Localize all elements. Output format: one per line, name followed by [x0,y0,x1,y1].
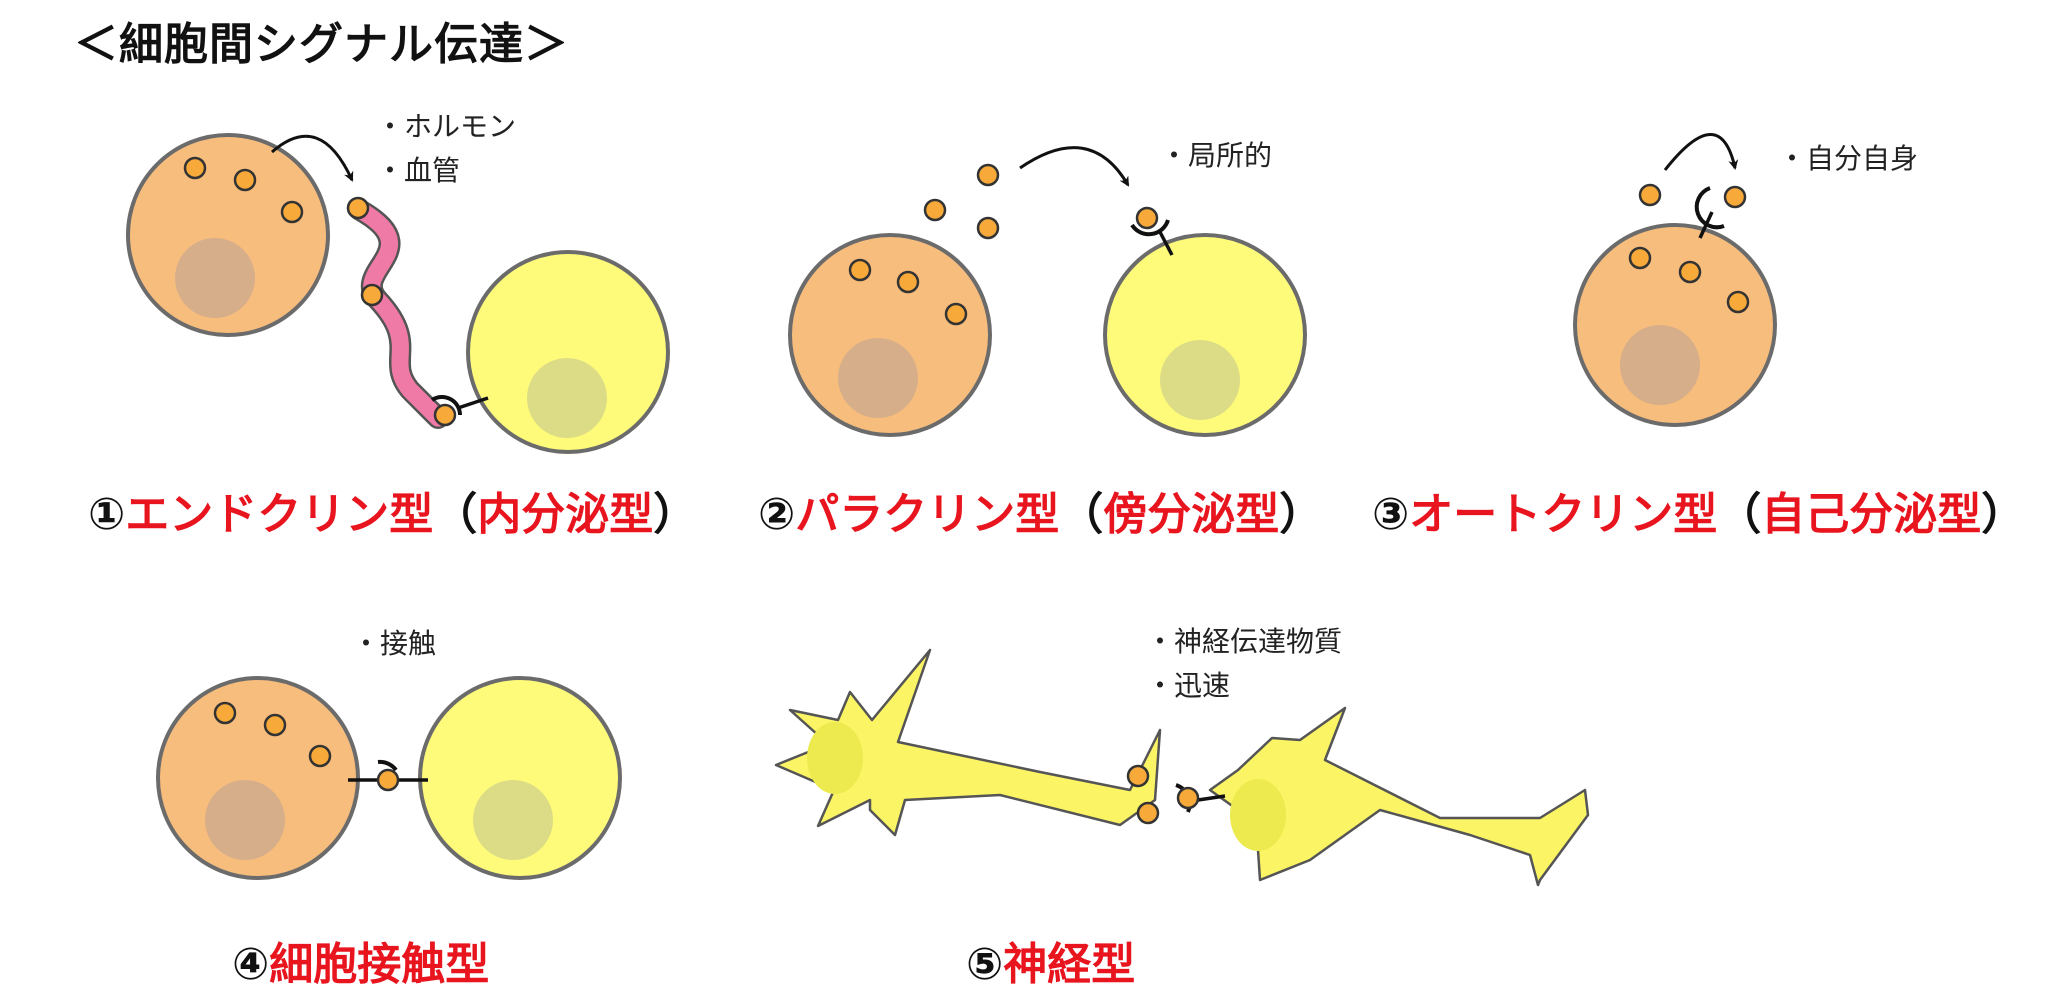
blood-vessel-fill [351,201,447,427]
signal-molecule [1628,246,1652,270]
signal-molecule [944,302,968,326]
diffusion-arrow [1019,146,1130,187]
signal-molecule [433,403,457,427]
neurotransmitter [1136,801,1160,825]
signal-molecule [976,216,1000,240]
cell-nucleus [1160,340,1240,420]
panel-paracrine-diagram [788,146,1307,437]
note-line: ・ホルモン [376,110,517,143]
signal-molecule [263,713,287,737]
postsynaptic-neuron [1208,706,1590,887]
signal-molecule [233,168,257,192]
label-alt-name: 自己分泌型 [1761,489,1982,540]
signal-molecule [1135,206,1159,230]
receptor-stalk [1158,231,1174,256]
label-number: ⑤ [966,939,1004,990]
panel-endocrine-diagram [126,133,670,454]
neurotransmitter [1126,764,1150,788]
label-endocrine: ①エンドクリン型（内分泌型） [88,478,697,542]
signal-molecule [308,744,332,768]
self-signal-arrow [1663,133,1739,171]
secretion-arrow [271,134,354,182]
signal-molecule [183,156,207,180]
receptor [1130,219,1170,237]
label-alt-name: 傍分泌型 [1103,489,1280,540]
signal-molecule [376,768,400,792]
target-cell [418,676,622,880]
label-paren-open: （ [1717,489,1762,540]
signal-molecule [1726,290,1750,314]
label-paren-close: ） [1981,489,2026,540]
cell-nucleus [527,358,607,438]
label-number: ① [88,489,126,540]
cell-nucleus [473,780,553,860]
label-paren-open: （ [433,489,478,540]
cell-nucleus [175,238,255,318]
signal-molecule [976,163,1000,187]
neuron-nucleus [1230,779,1286,851]
label-contact: ④細胞接触型 [232,928,489,992]
neurotransmitter [1176,786,1200,810]
label-number: ④ [232,939,270,990]
note-paracrine: ・局所的 [1160,134,1272,178]
label-paren-close: ） [1279,489,1324,540]
label-number: ② [758,489,796,540]
panel-autocrine-diagram [1573,133,1777,427]
presynaptic-neuron [774,648,1162,837]
label-name: エンドクリン型 [125,489,434,540]
note-endocrine: ・ホルモン ・血管 [376,105,516,193]
note-line: ・接触 [352,627,437,660]
signal-molecule [346,196,370,220]
receptor-stalk [457,396,489,410]
signal-molecule [213,701,237,725]
note-contact: ・接触 [352,622,436,666]
signal-molecule [1723,185,1747,209]
label-paren-close: ） [653,489,698,540]
note-line: ・血管 [376,154,461,187]
signal-molecule [896,270,920,294]
cell-nucleus [838,338,918,418]
panel-contact-diagram [156,676,622,880]
page-title: ＜細胞間シグナル伝達＞ [74,19,569,70]
receptor [430,394,463,416]
label-paren-open: （ [1059,489,1104,540]
label-paracrine: ②パラクリン型（傍分泌型） [758,478,1323,542]
note-line: ・神経伝達物質 [1146,625,1343,658]
label-name: オートクリン型 [1409,489,1718,540]
note-line: ・迅速 [1146,669,1231,702]
note-autocrine: ・自分自身 [1778,137,1918,181]
label-name: 神経型 [1003,939,1136,990]
note-line: ・自分自身 [1778,142,1919,175]
signal-molecule [1638,183,1662,207]
signal-molecule [1678,260,1702,284]
label-name: パラクリン型 [795,489,1060,540]
note-neural: ・神経伝達物質 ・迅速 [1146,620,1342,708]
target-cell [466,250,670,454]
signal-molecule [923,198,947,222]
label-name: 細胞接触型 [269,939,490,990]
label-autocrine: ③オートクリン型（自己分泌型） [1372,478,2025,542]
panel-neural-diagram [774,648,1590,887]
cell-nucleus [1620,325,1700,405]
label-neural: ⑤神経型 [966,928,1135,992]
receptor [1694,186,1725,230]
cell-nucleus [205,780,285,860]
target-cell [1103,233,1307,437]
label-alt-name: 内分泌型 [477,489,654,540]
signal-molecule [360,283,384,307]
label-number: ③ [1372,489,1410,540]
note-line: ・局所的 [1160,139,1273,172]
receptor [377,759,398,772]
receptor-stalk [1197,794,1226,802]
signal-molecule [280,200,304,224]
neuron-nucleus [807,722,863,794]
signal-molecule [848,258,872,282]
